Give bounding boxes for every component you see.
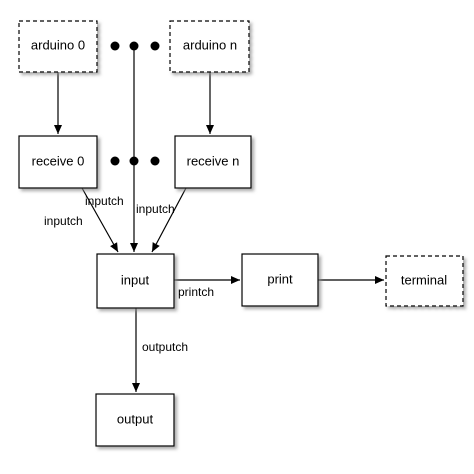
edge-label-inputch-center: inputch	[85, 194, 124, 208]
node-terminal: terminal	[385, 255, 464, 307]
ellipsis-dot	[110, 156, 120, 166]
node-input: input	[96, 253, 175, 309]
edges	[54, 46, 384, 392]
ellipsis-dot	[150, 156, 160, 166]
node-label: input	[121, 272, 150, 287]
edge-label-inputch-left: inputch	[44, 214, 83, 228]
ellipsis-dot	[129, 41, 139, 51]
node-arduino-n: arduino n	[169, 20, 250, 73]
ellipsis-dots-top	[110, 41, 160, 51]
node-label: arduino 0	[31, 37, 85, 52]
node-output: output	[95, 393, 175, 447]
node-label: output	[117, 411, 154, 426]
node-label: terminal	[401, 272, 447, 287]
ellipsis-dot	[110, 41, 120, 51]
ellipsis-dots-middle	[110, 156, 160, 166]
node-arduino-0: arduino 0	[18, 20, 98, 73]
edge-label-outputch: outputch	[142, 340, 188, 354]
node-receive-n: receive n	[174, 135, 252, 189]
edge-receiven-input	[151, 187, 187, 253]
edge-label-inputch-right: inputch	[136, 202, 175, 216]
ellipsis-dot	[150, 41, 160, 51]
ellipsis-dot	[129, 156, 139, 166]
edge-receive0-input	[81, 187, 119, 253]
node-print: print	[241, 253, 319, 307]
node-label: receive n	[187, 153, 240, 168]
edge-labels: inputch inputch inputch printch outputch	[44, 194, 214, 354]
node-label: arduino n	[183, 37, 237, 52]
node-receive-0: receive 0	[18, 135, 98, 189]
node-label: print	[267, 271, 293, 286]
node-label: receive 0	[32, 153, 85, 168]
edge-label-printch: printch	[178, 285, 214, 299]
